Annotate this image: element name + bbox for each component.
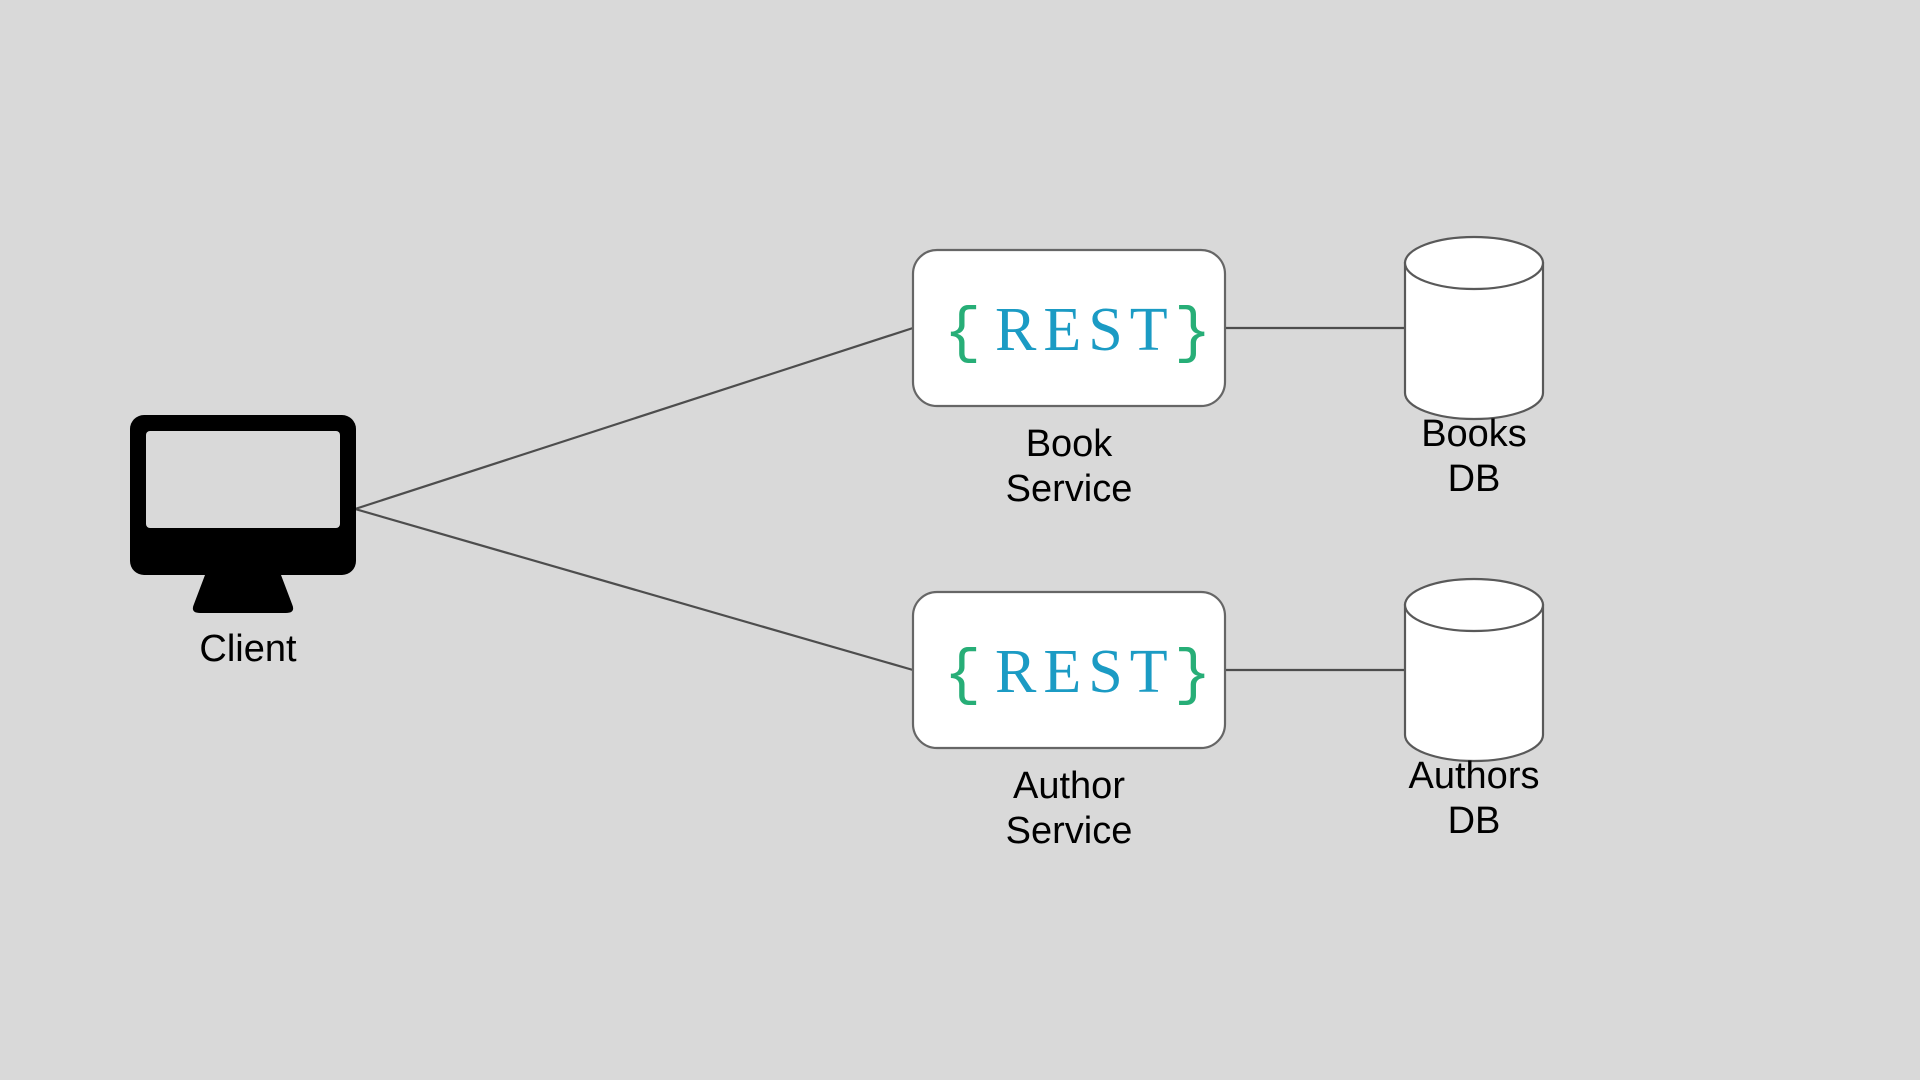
rest-brace-close-icon: } bbox=[1174, 640, 1211, 711]
database-cylinder-icon bbox=[1403, 577, 1545, 763]
book-service-card[interactable] bbox=[911, 248, 1227, 408]
rest-brace-close-icon: } bbox=[1174, 298, 1211, 369]
book-service-label-line2: Service bbox=[1006, 468, 1133, 510]
rest-badge-author-service: { REST } bbox=[944, 638, 1211, 711]
authors-db-label-line2: DB bbox=[1448, 800, 1501, 842]
rest-brace-open-icon: { bbox=[944, 640, 981, 711]
book-service-label-line1: Book bbox=[1026, 423, 1114, 465]
books-db-label-line2: DB bbox=[1448, 458, 1501, 500]
authors-db-label-line1: Authors bbox=[1409, 755, 1540, 797]
book-service-node[interactable]: { REST } Book Service bbox=[911, 248, 1227, 510]
authors-db-node[interactable]: Authors DB bbox=[1403, 577, 1545, 842]
desktop-monitor-icon bbox=[130, 415, 356, 613]
author-service-label-line2: Service bbox=[1006, 810, 1133, 852]
connector-client-to-book-service bbox=[354, 326, 914, 511]
rest-badge-text: REST bbox=[995, 638, 1175, 706]
connector-layer bbox=[354, 326, 1405, 672]
author-service-node[interactable]: { REST } Author Service bbox=[911, 590, 1227, 852]
rest-badge-book-service: { REST } bbox=[944, 296, 1211, 369]
author-service-card[interactable] bbox=[911, 590, 1227, 750]
rest-brace-open-icon: { bbox=[944, 298, 981, 369]
rest-badge-text: REST bbox=[995, 296, 1175, 364]
author-service-label-line1: Author bbox=[1013, 765, 1125, 807]
books-db-node[interactable]: Books DB bbox=[1403, 235, 1545, 500]
client-node[interactable]: Client bbox=[130, 415, 356, 670]
database-cylinder-icon bbox=[1403, 235, 1545, 421]
client-label: Client bbox=[199, 628, 297, 670]
books-db-label-line1: Books bbox=[1421, 413, 1527, 455]
connector-client-to-author-service bbox=[354, 507, 914, 672]
